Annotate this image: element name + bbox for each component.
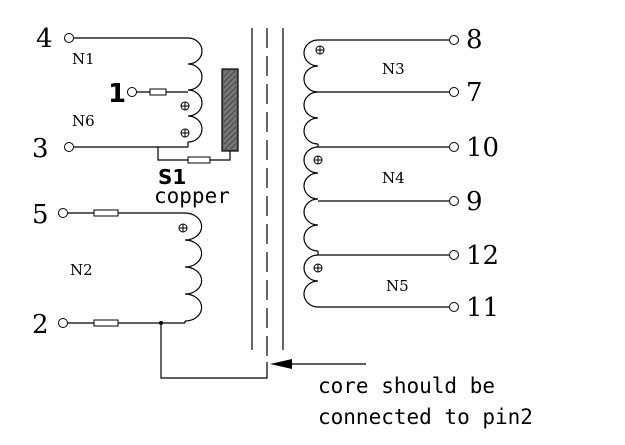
pin-7-label: 7: [466, 78, 483, 108]
winding-n3-label: N3: [382, 60, 405, 78]
pin-terminal-icon[interactable]: [449, 302, 459, 312]
pin-1-label: 1: [108, 79, 126, 109]
winding-n5-label: N5: [386, 277, 409, 295]
pin-terminal-icon[interactable]: [449, 196, 459, 206]
pin5-resistor: [93, 209, 119, 217]
polarity-dot-icon: [313, 263, 323, 273]
winding-n3-n4-n5: [303, 39, 449, 308]
core-note-line2: connected to pin2: [318, 405, 533, 429]
pin-11-label: 11: [466, 293, 499, 323]
winding-n2-label: N2: [70, 261, 93, 279]
winding-n2: [68, 209, 268, 379]
pin1-resistor: [149, 88, 167, 96]
polarity-dot-icon: [313, 155, 323, 165]
pin-terminal-icon[interactable]: [64, 33, 74, 43]
pin-3-label: 3: [32, 134, 49, 164]
core-note-line1: core should be: [318, 374, 495, 398]
polarity-dot-icon: [180, 128, 190, 138]
winding-n1-n6: [74, 37, 203, 148]
pin-8-label: 8: [466, 25, 483, 55]
pin-terminal-icon[interactable]: [127, 87, 137, 97]
pin-terminal-icon[interactable]: [64, 142, 74, 152]
pin-terminal-icon[interactable]: [58, 208, 68, 218]
shield-label: S1: [158, 165, 186, 189]
transformer-core: [251, 28, 284, 362]
polarity-dot-icon: [178, 223, 188, 233]
pin-terminal-icon[interactable]: [449, 87, 459, 97]
pin-5-label: 5: [32, 200, 49, 230]
pin-terminal-icon[interactable]: [449, 250, 459, 260]
winding-n6-label: N6: [72, 112, 95, 130]
pin-2-label: 2: [32, 310, 49, 340]
winding-n1-label: N1: [72, 50, 95, 68]
polarity-dot-icon: [180, 101, 190, 111]
core-note-arrow: [270, 359, 366, 369]
shield-lead-resistor: [187, 156, 211, 164]
pin2-resistor: [93, 319, 119, 327]
core-ground-wire: [160, 323, 268, 379]
pin-12-label: 12: [466, 241, 499, 271]
pin-4-label: 4: [36, 24, 53, 54]
pin-10-label: 10: [466, 133, 499, 163]
shield-material-label: copper: [154, 184, 230, 208]
pin-terminal-icon[interactable]: [449, 142, 459, 152]
pin-terminal-icon[interactable]: [58, 318, 68, 328]
winding-n4-label: N4: [382, 169, 405, 187]
pin-9-label: 9: [466, 187, 483, 217]
polarity-dot-icon: [315, 45, 325, 55]
pin-terminal-icon[interactable]: [449, 35, 459, 45]
